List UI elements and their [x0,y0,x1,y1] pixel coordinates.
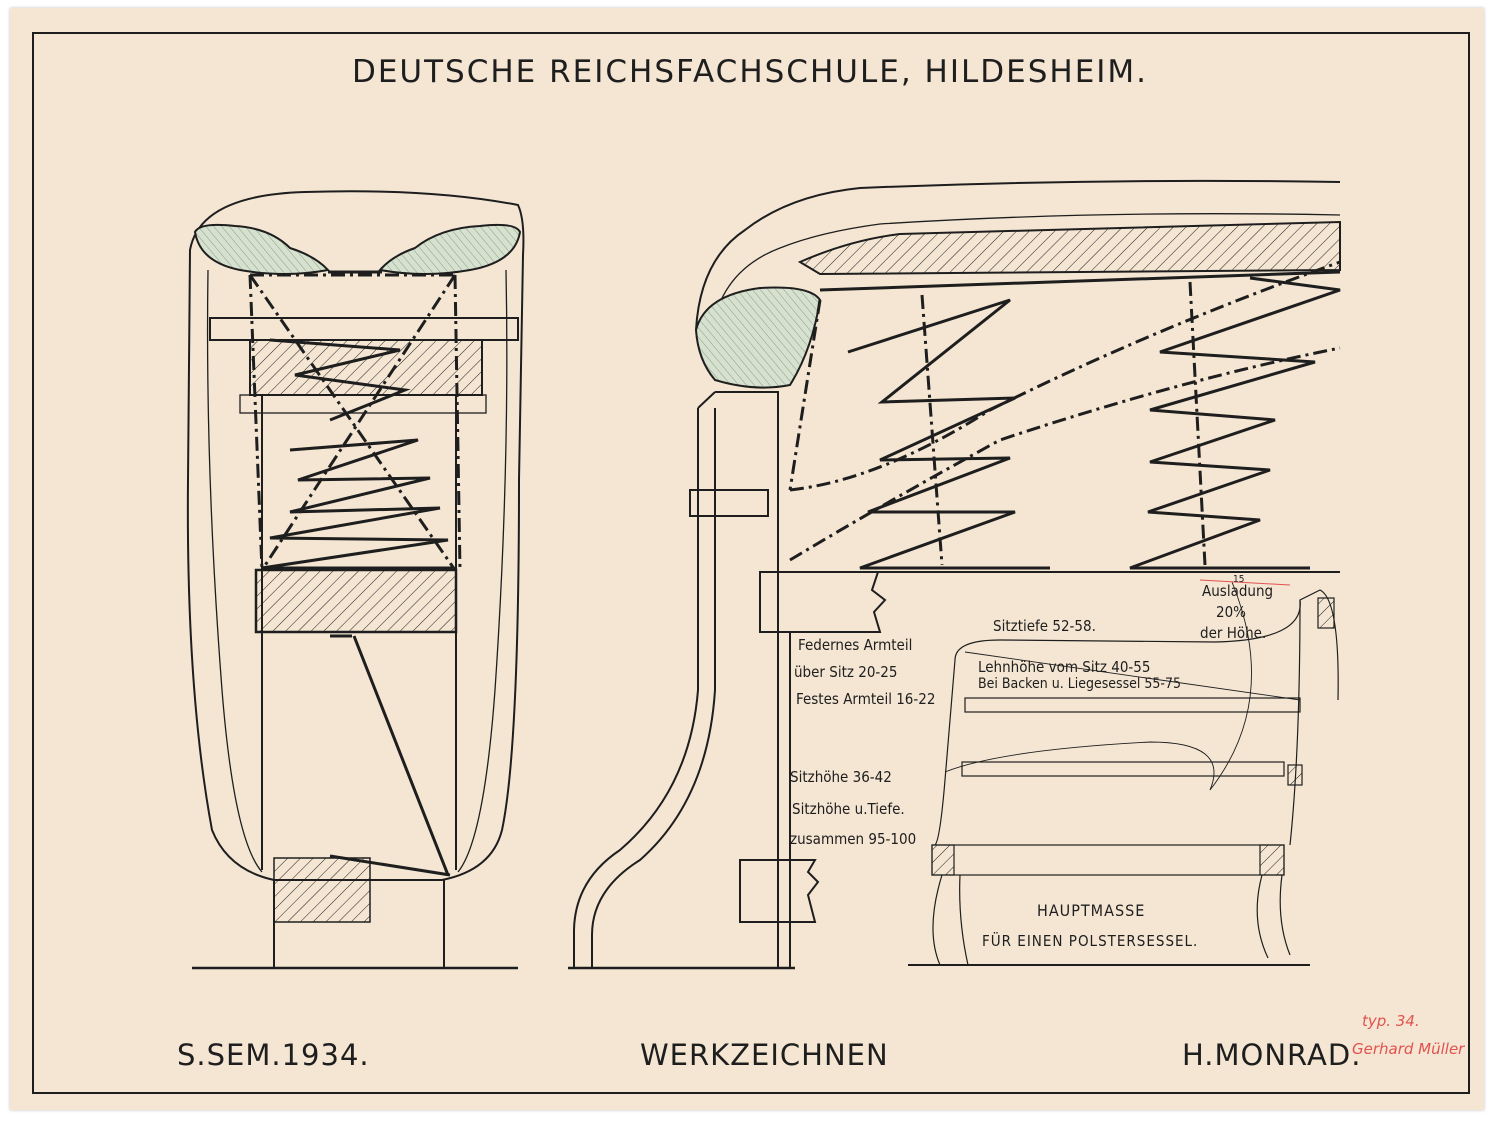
note-armrest-spring-1: Federnes Armteil [798,636,913,654]
side-back-post [573,391,779,968]
right-arm-pad [378,223,522,275]
front-view [186,190,525,970]
footer-author: H.MONRAD. [1182,1038,1362,1072]
note-seat-depth: Sitztiefe 52-58. [993,617,1096,635]
page-title: DEUTSCHE REICHSFACHSCHULE, HILDESHEIM. [351,54,1149,90]
red-mark-line-1: typ. 34. [1362,1012,1420,1030]
side-section [568,179,1341,970]
note-overhang-2: 20% [1216,603,1246,621]
front-leg-hatch [273,857,371,923]
front-outer-outline [186,190,525,881]
drawing-sheet [10,8,1484,1110]
note-armrest-spring-2: über Sitz 20-25 [794,663,898,681]
note-overhang-3: der Höhe. [1200,624,1267,642]
note-main-dims-1: HAUPTMASSE [1037,901,1146,920]
note-overhang-1: Ausladung [1202,582,1274,600]
note-armrest-fixed: Festes Armteil 16-22 [796,690,936,708]
side-spring-2 [1129,276,1341,570]
front-rail-hatch [254,568,458,634]
note-overhang-value: 15 [1233,574,1245,585]
red-mark-line-2: Gerhard Müller [1352,1040,1465,1058]
footer-semester: S.SEM.1934. [177,1038,370,1072]
note-seat-height: Sitzhöhe 36-42 [790,768,892,786]
front-spring [261,438,452,570]
note-back-height-2: Bei Backen u. Liegesessel 55-75 [978,676,1181,692]
chair-seat-rail [931,844,1285,876]
note-back-height-1: Lehnhöhe vom Sitz 40-55 [978,658,1151,676]
armchair-sketch [908,579,1339,966]
left-arm-pad [193,223,330,275]
front-inner-outline [206,269,508,873]
note-seat-sum-2: zusammen 95-100 [790,830,917,848]
note-main-dims-2: FÜR EINEN POLSTERSESSEL. [982,932,1199,950]
border-frame [32,32,1470,1094]
footer-subject: WERKZEICHNEN [640,1038,889,1072]
side-spring-1 [847,298,1050,570]
side-back-outline [695,179,1341,331]
side-top-hatch [797,220,1341,276]
side-arm-pad [694,286,822,389]
note-seat-sum-1: Sitzhöhe u.Tiefe. [792,800,905,818]
